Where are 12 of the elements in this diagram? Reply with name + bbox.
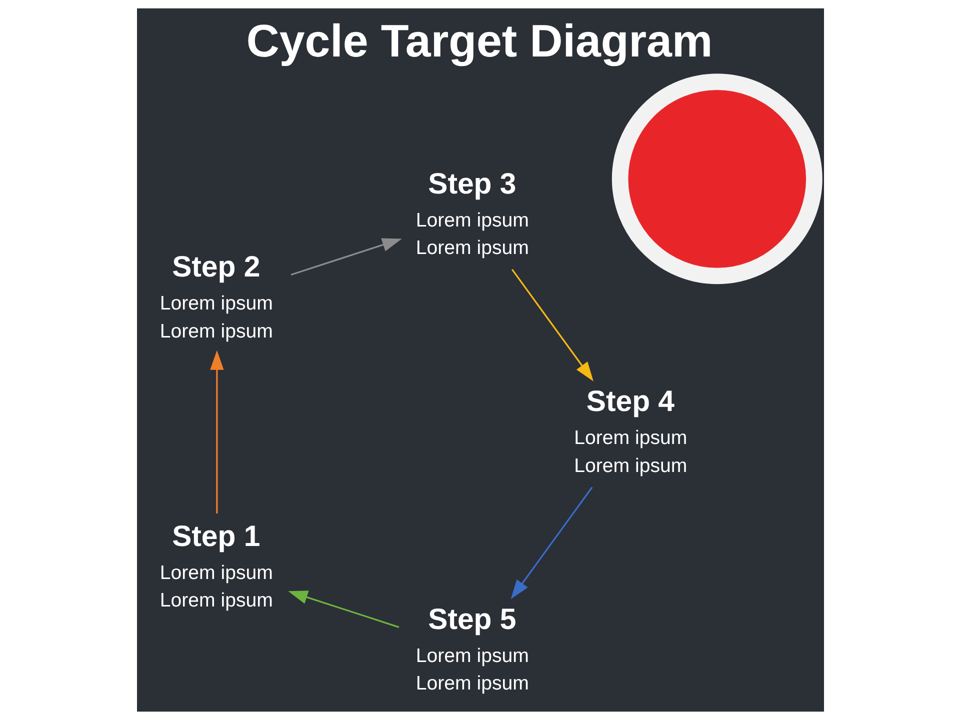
node-text: Step 3 Lorem ipsum Lorem ipsum xyxy=(415,167,528,260)
diagram-title: Cycle Target Diagram xyxy=(246,15,712,66)
arrow xyxy=(290,238,402,276)
arrow xyxy=(510,268,593,382)
arrow xyxy=(510,486,592,600)
arrow xyxy=(288,590,399,628)
node-text: Step 1 Lorem ipsum Lorem ipsum xyxy=(159,520,272,612)
node-text: Step 5 Lorem ipsum Lorem ipsum xyxy=(415,603,528,695)
arrow xyxy=(210,350,224,514)
node-text: Step 4 Lorem ipsum Lorem ipsum xyxy=(574,385,687,477)
node-text: Step 2 Lorem ipsum Lorem ipsum xyxy=(159,250,272,342)
node-picture xyxy=(611,74,822,284)
